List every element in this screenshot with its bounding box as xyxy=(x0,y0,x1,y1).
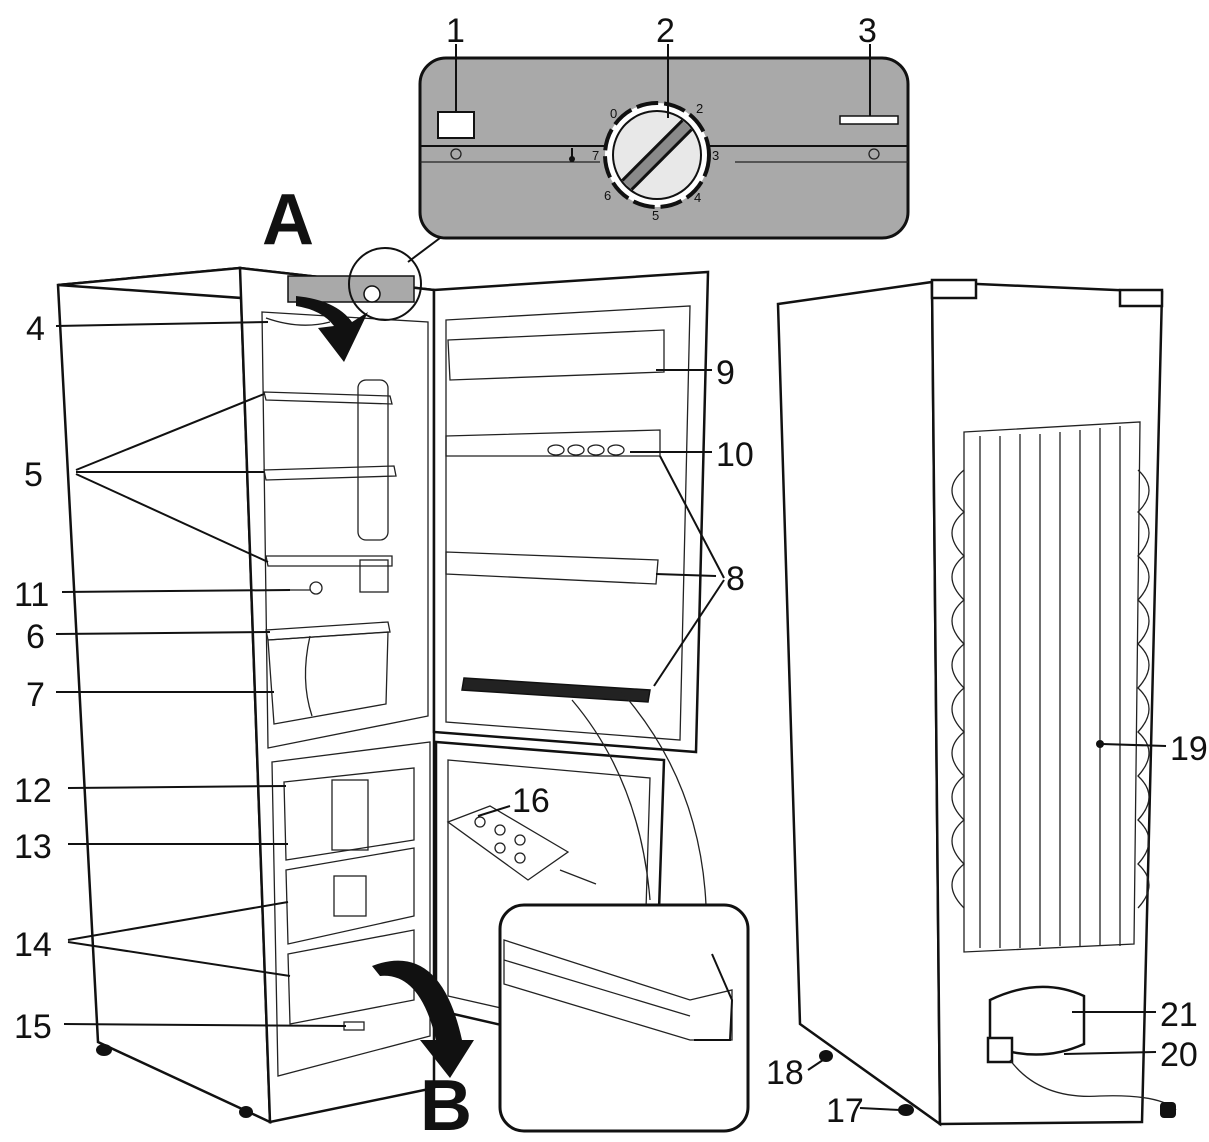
callout-21: 21 xyxy=(1160,996,1198,1034)
callout-6: 6 xyxy=(26,618,45,656)
callout-5: 5 xyxy=(24,456,43,494)
callout-15: 15 xyxy=(14,1008,52,1046)
dial-scale-3: 3 xyxy=(712,148,719,163)
marker-b: B xyxy=(420,1066,472,1142)
condenser-coil xyxy=(951,421,1150,953)
callout-11: 11 xyxy=(14,576,49,614)
dial-scale-2: 2 xyxy=(696,101,703,116)
compressor xyxy=(986,985,1177,1118)
dial-scale-6: 6 xyxy=(604,188,611,203)
callout-19: 19 xyxy=(1170,730,1208,768)
indicator-lamp xyxy=(839,115,899,125)
callout-17: 17 xyxy=(826,1092,864,1130)
fridge-door-open xyxy=(432,270,710,754)
callout-1: 1 xyxy=(446,12,465,50)
callout-18: 18 xyxy=(766,1054,804,1092)
callout-13: 13 xyxy=(14,828,52,866)
callout-16: 16 xyxy=(512,782,550,820)
snowflake-icon xyxy=(868,148,880,160)
arrow-a xyxy=(296,296,368,362)
light-switch xyxy=(437,111,475,139)
detail-inset-bottle-shelf xyxy=(498,689,750,1133)
callout-9: 9 xyxy=(716,354,735,392)
control-panel-inset: 0 2 3 4 5 6 7 xyxy=(407,44,910,263)
marker-a: A xyxy=(262,180,314,260)
fridge-front-view xyxy=(56,247,436,1124)
callout-12: 12 xyxy=(14,772,52,810)
callout-2: 2 xyxy=(656,12,675,50)
callout-20: 20 xyxy=(1160,1036,1198,1074)
fridge-rear-view xyxy=(776,278,1177,1127)
dial-scale-0: 0 xyxy=(610,106,617,121)
callout-8: 8 xyxy=(726,560,745,598)
callout-4: 4 xyxy=(26,310,45,348)
dial-scale-7: 7 xyxy=(592,148,599,163)
zoom-circle-control xyxy=(348,247,422,321)
callout-3: 3 xyxy=(858,12,877,50)
callout-14: 14 xyxy=(14,926,52,964)
dial-scale-4: 4 xyxy=(694,190,701,205)
callout-7: 7 xyxy=(26,676,45,714)
leader-lines xyxy=(55,321,1167,1111)
thermostat-dial: 0 2 3 4 5 6 7 xyxy=(592,101,719,223)
arrow-b xyxy=(372,960,474,1078)
callout-10: 10 xyxy=(716,436,754,474)
dial-scale-5: 5 xyxy=(652,208,659,223)
